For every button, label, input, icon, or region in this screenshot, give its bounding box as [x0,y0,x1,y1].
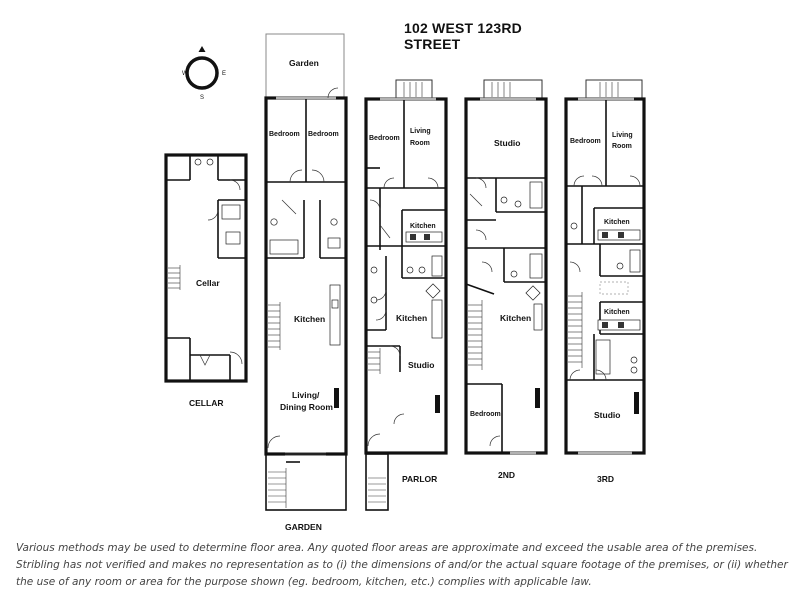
cellar-plan: Cellar [164,153,248,383]
room-parlor-room: Room [410,140,430,147]
compass-w: W [182,71,188,77]
floor-label-3rd: 3RD [597,474,614,484]
room-parlor-kitchen: Kitchen [396,313,427,323]
page-title: 102 WEST 123RD STREET [404,20,522,52]
room-dining: Dining Room [280,402,333,412]
room-second-kitchen: Kitchen [500,313,531,323]
floor-label-garden: GARDEN [285,522,322,532]
disclaimer-text: Various methods may be used to determine… [16,542,788,588]
compass-e: E [222,71,226,77]
room-parlor-living: Living [410,128,431,135]
floor-label-parlor: PARLOR [402,474,437,484]
room-parlor-bedroom: Bedroom [369,135,400,142]
second-floor-plan: Studio Kitchen Bedroom [464,79,548,455]
room-second-studio: Studio [494,138,520,148]
room-garden: Garden [289,58,319,68]
room-parlor-studio: Studio [408,360,434,370]
room-parlor-kitchen-upper: Kitchen [410,223,436,230]
floor-label-2nd: 2ND [498,470,515,480]
room-living: Living/ [292,390,320,400]
compass-icon: W E S [182,46,226,101]
garden-plan: Garden Bedroom Bedroom Kitchen Living/ [264,33,348,511]
room-third-living: Living [612,132,633,139]
compass-s: S [200,95,204,101]
room-third-room: Room [612,143,632,150]
room-bedroom-1: Bedroom [269,131,300,138]
room-third-kitchen: Kitchen [604,309,630,316]
room-cellar: Cellar [196,278,220,288]
room-second-bedroom: Bedroom [470,411,501,418]
room-third-studio: Studio [594,410,620,420]
room-third-kitchen-upper: Kitchen [604,219,630,226]
room-bedroom-2: Bedroom [308,131,339,138]
room-third-bedroom: Bedroom [570,138,601,145]
room-kitchen: Kitchen [294,314,325,324]
third-floor-plan: Bedroom Living Room Kitchen Kitchen [564,79,646,455]
parlor-plan: Bedroom Living Room Kitchen Kitchen [364,79,448,511]
floor-label-cellar: CELLAR [189,398,223,408]
floor-plan-diagram: W E S Cellar CELLAR Garden [164,33,646,532]
